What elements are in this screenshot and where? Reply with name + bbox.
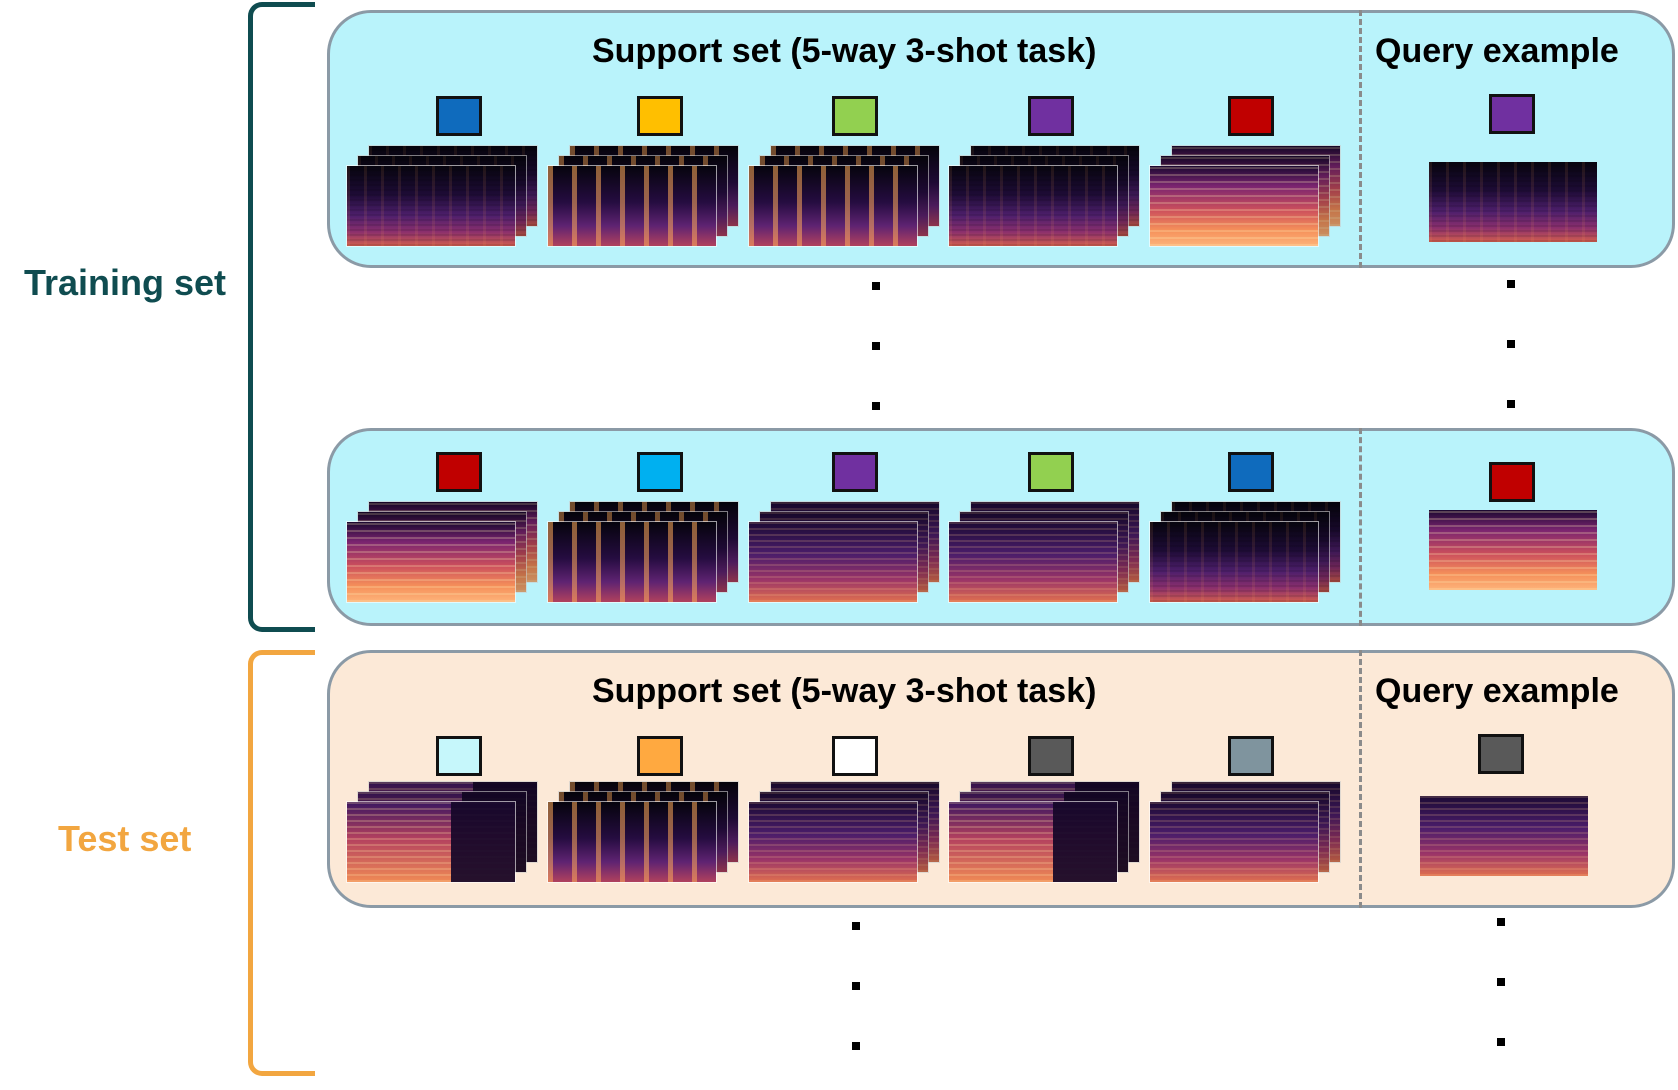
- spectrogram-image: [1150, 802, 1318, 882]
- query-class-swatch: [1489, 94, 1535, 134]
- spectrogram-image: [347, 166, 515, 246]
- query-example-title: Query example: [1375, 32, 1619, 70]
- class-color-swatch: [832, 736, 878, 776]
- class-color-swatch: [1228, 736, 1274, 776]
- support-set-title: Support set (5-way 3-shot task): [592, 672, 1097, 710]
- spectrogram-image: [949, 522, 1117, 602]
- spectrogram-image: [1150, 166, 1318, 246]
- spectrogram-image: [749, 802, 917, 882]
- support-spectrogram-stack: [949, 782, 1139, 892]
- support-spectrogram-stack: [1150, 502, 1340, 612]
- class-color-swatch: [436, 452, 482, 492]
- support-set-title: Support set (5-way 3-shot task): [592, 32, 1097, 70]
- support-query-divider: [1359, 428, 1362, 626]
- query-class-swatch: [1478, 734, 1524, 774]
- test-set-label: Test set: [58, 818, 192, 859]
- class-color-swatch: [436, 736, 482, 776]
- support-spectrogram-stack: [347, 782, 537, 892]
- query-class-swatch: [1489, 462, 1535, 502]
- class-color-swatch: [637, 96, 683, 136]
- spectrogram-image: [749, 522, 917, 602]
- spectrogram-image: [347, 522, 515, 602]
- class-color-swatch: [832, 452, 878, 492]
- class-color-swatch: [1228, 96, 1274, 136]
- support-spectrogram-stack: [548, 146, 738, 256]
- spectrogram-image: [548, 522, 716, 602]
- class-color-swatch: [1228, 452, 1274, 492]
- support-spectrogram-stack: [949, 146, 1139, 256]
- support-spectrogram-stack: [949, 502, 1139, 612]
- spectrogram-image: [749, 166, 917, 246]
- query-example-title: Query example: [1375, 672, 1619, 710]
- spectrogram-image: [548, 166, 716, 246]
- class-color-swatch: [832, 96, 878, 136]
- class-color-swatch: [1028, 452, 1074, 492]
- training-set-label: Training set: [24, 262, 227, 303]
- support-spectrogram-stack: [749, 502, 939, 612]
- support-spectrogram-stack: [749, 782, 939, 892]
- class-color-swatch: [1028, 96, 1074, 136]
- query-spectrogram-image: [1429, 162, 1597, 242]
- spectrogram-image: [347, 802, 515, 882]
- support-spectrogram-stack: [548, 502, 738, 612]
- support-spectrogram-stack: [548, 782, 738, 892]
- test-set-bracket: [248, 650, 315, 1076]
- class-color-swatch: [637, 736, 683, 776]
- spectrogram-image: [548, 802, 716, 882]
- support-spectrogram-stack: [1150, 782, 1340, 892]
- query-spectrogram-image: [1429, 510, 1597, 590]
- support-spectrogram-stack: [1150, 146, 1340, 256]
- support-spectrogram-stack: [347, 146, 537, 256]
- query-spectrogram-image: [1420, 796, 1588, 876]
- spectrogram-image: [949, 166, 1117, 246]
- support-spectrogram-stack: [347, 502, 537, 612]
- class-color-swatch: [637, 452, 683, 492]
- class-color-swatch: [436, 96, 482, 136]
- spectrogram-image: [1150, 522, 1318, 602]
- support-query-divider: [1359, 10, 1362, 268]
- spectrogram-image: [949, 802, 1117, 882]
- training-set-bracket: [248, 2, 315, 632]
- class-color-swatch: [1028, 736, 1074, 776]
- support-spectrogram-stack: [749, 146, 939, 256]
- support-query-divider: [1359, 650, 1362, 908]
